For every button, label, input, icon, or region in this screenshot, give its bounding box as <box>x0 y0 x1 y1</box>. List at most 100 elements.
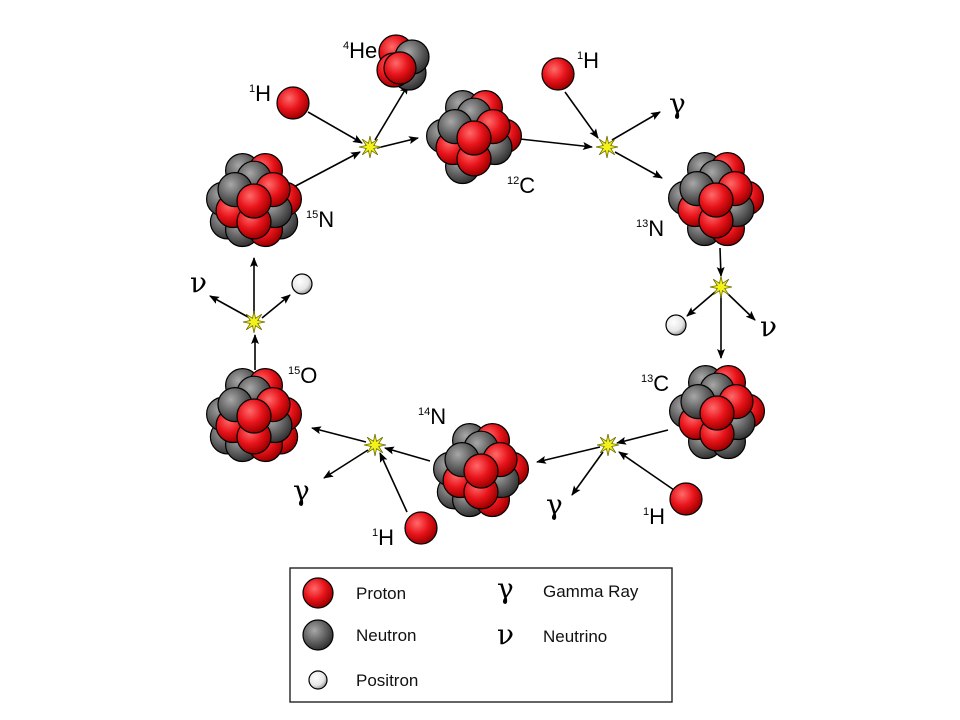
proton <box>236 183 272 219</box>
arrow-n13-to-spark <box>716 247 725 277</box>
nucleus-n14 <box>433 423 529 518</box>
element-symbol: C <box>519 173 535 198</box>
reaction-spark-icon <box>595 135 619 159</box>
neutrino-symbol: ν <box>190 266 207 299</box>
nucleus-n15 <box>206 153 302 248</box>
mass-number: 12 <box>507 175 519 187</box>
element-symbol: N <box>430 404 446 429</box>
hydrogen-1-proton <box>669 482 703 516</box>
legend-positron-label: Positron <box>356 671 418 690</box>
legend-box <box>289 567 673 703</box>
proton <box>699 395 735 431</box>
proton <box>236 398 272 434</box>
arrow-spark-to-positron <box>686 291 716 317</box>
element-symbol: N <box>648 216 664 241</box>
arrow-spark-to-neutrino <box>209 295 249 318</box>
label-n14: 14N <box>418 404 446 429</box>
nucleus-n13 <box>667 152 765 247</box>
arrows <box>209 84 756 513</box>
labels: 4He 1H 1H 1H 1H 12C 13N 13C 14N 15O <box>190 38 777 550</box>
arrow-c12-to-spark <box>519 138 593 150</box>
element-symbol: H <box>378 525 394 550</box>
label-o15: 15O <box>288 363 317 388</box>
element-symbol: H <box>649 504 665 529</box>
legend-proton-icon <box>302 577 334 609</box>
proton <box>383 51 417 85</box>
label-h1: 1H <box>643 504 665 529</box>
nucleus-c12 <box>426 89 522 185</box>
positron <box>665 314 687 336</box>
legend-gamma-label: Gamma Ray <box>543 582 639 601</box>
gamma-symbol: γ <box>293 474 310 507</box>
arrow-spark-to-n14 <box>536 446 601 464</box>
arrow-n14-to-spark <box>384 446 431 462</box>
arrow-spark-to-positron <box>261 294 291 319</box>
hydrogen-1-proton <box>276 86 310 120</box>
legend-neutrino-icon: ν <box>497 618 514 651</box>
arrow-c13-to-spark <box>616 429 669 445</box>
element-symbol: N <box>318 207 334 232</box>
element-symbol: H <box>255 81 271 106</box>
element-symbol: H <box>583 48 599 73</box>
mass-number: 1 <box>577 50 583 62</box>
proton <box>698 182 734 218</box>
element-symbol: C <box>653 371 669 396</box>
gamma-symbol: γ <box>669 87 686 120</box>
arrow-h1-to-spark <box>307 111 363 144</box>
arrow-h1-to-spark <box>618 451 675 491</box>
label-h1: 1H <box>249 81 271 106</box>
arrow-spark-to-gamma <box>571 451 604 496</box>
reaction-spark-icon <box>358 135 382 159</box>
legend-neutron-icon <box>302 619 334 651</box>
hydrogen-1-proton <box>541 57 575 91</box>
legend-neutrino-label: Neutrino <box>543 627 607 646</box>
legend: Proton Neutron Positron γ Gamma Ray ν Ne… <box>289 567 673 703</box>
reaction-spark-icon <box>242 310 266 334</box>
sparks <box>242 135 733 457</box>
mass-number: 15 <box>306 209 318 221</box>
arrow-spark-to-n13 <box>614 151 663 179</box>
legend-neutron-label: Neutron <box>356 626 416 645</box>
mass-number: 1 <box>643 506 649 518</box>
reaction-spark-icon <box>596 433 620 457</box>
gamma-symbol: γ <box>546 488 563 521</box>
proton <box>463 453 499 489</box>
mass-number: 15 <box>288 365 300 377</box>
mass-number: 4 <box>343 40 349 52</box>
proton <box>456 120 492 156</box>
nucleus-c13 <box>668 365 766 460</box>
arrow-n15-to-spark <box>287 151 361 191</box>
arrow-spark-to-gamma <box>611 111 661 141</box>
mass-number: 14 <box>418 406 430 418</box>
hydrogen-1-proton <box>404 511 438 545</box>
mass-number: 1 <box>372 527 378 539</box>
arrow-h1-to-spark <box>379 452 408 513</box>
arrow-spark-to-gamma <box>323 449 369 479</box>
legend-gamma-icon: γ <box>497 572 514 605</box>
reaction-spark-icon <box>363 433 387 457</box>
label-c12: 12C <box>507 173 535 198</box>
nucleus-o15 <box>206 368 302 463</box>
reaction-spark-icon <box>709 275 733 299</box>
arrow-spark-to-he4 <box>374 84 409 141</box>
positron <box>291 273 313 295</box>
arrow-h1-to-spark <box>564 91 599 139</box>
arrow-spark-to-neutrino <box>727 293 756 321</box>
element-symbol: He <box>349 38 377 63</box>
label-h1: 1H <box>372 525 394 550</box>
neutrino-symbol: ν <box>760 310 777 343</box>
label-n13: 13N <box>636 216 664 241</box>
label-c13: 13C <box>641 371 669 396</box>
legend-proton-label: Proton <box>356 584 406 603</box>
mass-number: 13 <box>636 218 648 230</box>
label-n15: 15N <box>306 207 334 232</box>
helium-4-nucleus <box>376 34 430 91</box>
label-he4: 4He <box>343 38 377 63</box>
label-h1: 1H <box>577 48 599 73</box>
arrow-spark-to-o15 <box>311 426 367 443</box>
arrow-spark-to-c12 <box>376 136 419 149</box>
mass-number: 13 <box>641 373 653 385</box>
element-symbol: O <box>300 363 317 388</box>
